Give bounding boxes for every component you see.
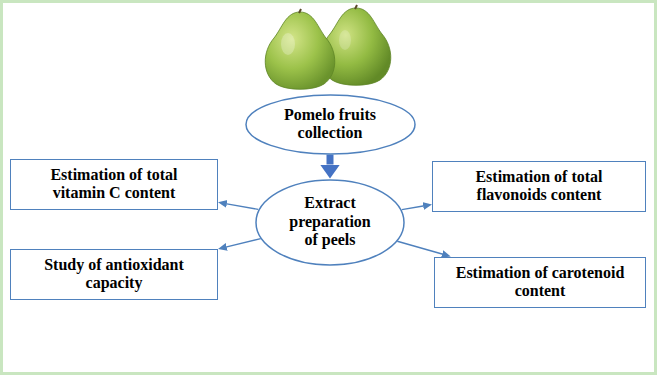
ellipse-shape [246, 95, 415, 154]
pomelo-stem [299, 9, 301, 13]
pomelo-fruit [265, 12, 335, 89]
node-label: Estimation of carotenoid content [445, 264, 635, 301]
text-group: Pomelo fruits collection [275, 106, 385, 143]
flow-arrow [227, 239, 261, 247]
result-box: Estimation of total vitamin C content [10, 159, 218, 210]
node-label: Pomelo fruits collection [275, 106, 385, 143]
ellipse-shape [256, 180, 404, 265]
node-label: Estimation of total flavonoids content [459, 168, 619, 205]
text-group: Study of antioxidant capacity [34, 256, 194, 293]
flow-arrow [227, 204, 258, 210]
result-box: Estimation of carotenoid content [434, 257, 646, 308]
flow-arrow [402, 206, 423, 210]
node-label: Study of antioxidant capacity [34, 256, 194, 293]
text-group: Estimation of total flavonoids content [459, 168, 619, 205]
pomelo-stem [355, 5, 357, 9]
result-box: Study of antioxidant capacity [10, 249, 218, 300]
flow-arrow [397, 241, 442, 254]
process-ellipse: Extract preparation of peels [255, 179, 405, 266]
result-box: Estimation of total flavonoids content [432, 161, 646, 212]
node-label: Extract preparation of peels [284, 194, 376, 249]
pomelo-highlight [339, 30, 351, 50]
text-group: Extract preparation of peels [284, 194, 376, 249]
start-ellipse: Pomelo fruits collection [245, 94, 416, 155]
text-group: Estimation of total vitamin C content [34, 166, 194, 203]
pomelo-highlight [281, 33, 295, 55]
node-label: Estimation of total vitamin C content [34, 166, 194, 203]
text-group: Estimation of carotenoid content [445, 264, 635, 301]
flow-arrow [327, 155, 334, 165]
